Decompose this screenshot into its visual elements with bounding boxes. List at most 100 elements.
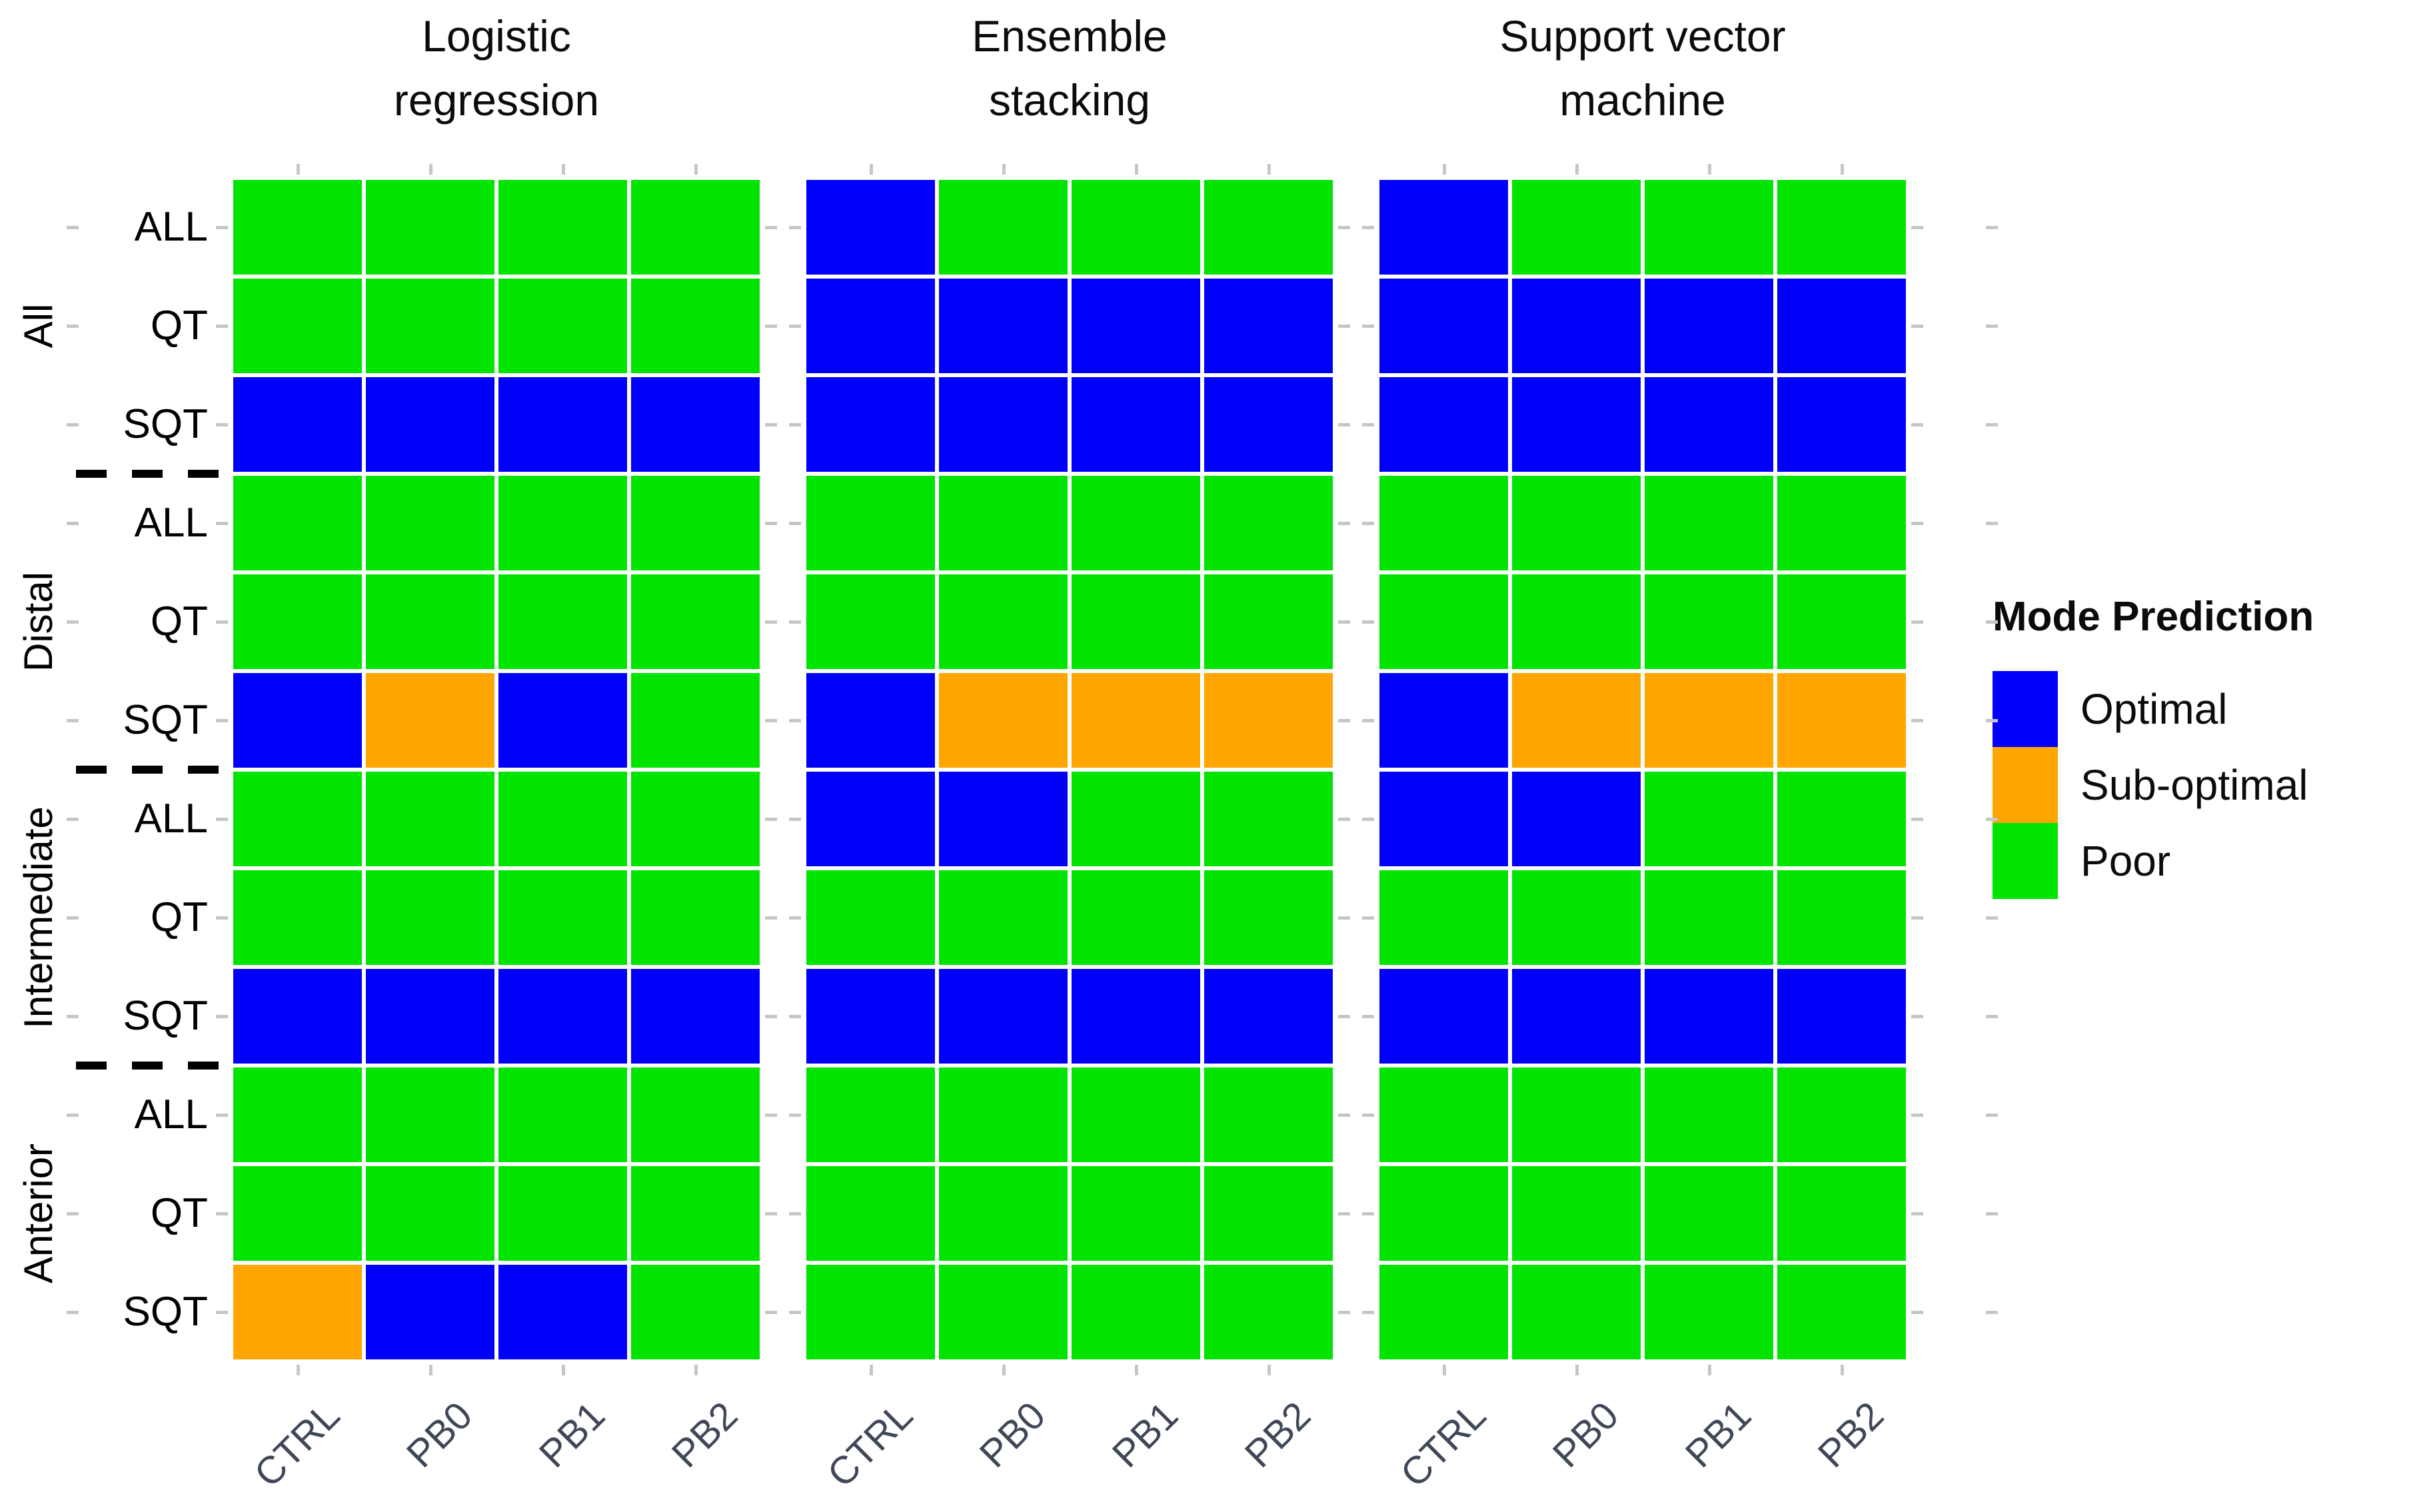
- axis-tick: [1986, 916, 1998, 920]
- heatmap-cell: [1512, 476, 1641, 570]
- axis-tick: [216, 226, 228, 229]
- legend-item-label: Poor: [2080, 837, 2171, 885]
- legend-swatch-optimal: [1993, 671, 2058, 747]
- axis-tick: [1911, 1015, 1923, 1018]
- heatmap-cell: [1777, 279, 1906, 373]
- row-label: QT: [150, 894, 208, 940]
- heatmap-grid: [233, 180, 760, 1359]
- axis-tick: [1338, 1311, 1350, 1314]
- heatmap-cell: [233, 476, 362, 570]
- axis-tick: [1911, 1311, 1923, 1314]
- axis-tick: [296, 1365, 300, 1375]
- heatmap-cell: [1072, 1068, 1200, 1162]
- axis-tick: [67, 1114, 79, 1117]
- heatmap-cell: [1379, 574, 1508, 669]
- heatmap-cell: [806, 673, 935, 768]
- heatmap-cell: [1204, 476, 1333, 570]
- axis-tick: [216, 1015, 228, 1018]
- axis-tick: [765, 818, 777, 821]
- axis-tick: [765, 522, 777, 525]
- axis-tick: [67, 719, 79, 722]
- heatmap-cell: [939, 870, 1068, 965]
- legend-item: Optimal: [1993, 671, 2314, 747]
- heatmap-cell: [1777, 1166, 1906, 1261]
- heatmap-cell: [1379, 1166, 1508, 1261]
- axis-tick: [1362, 620, 1374, 624]
- axis-tick: [1338, 226, 1350, 229]
- heatmap-cell: [1777, 1265, 1906, 1359]
- heatmap-cell: [1204, 1166, 1333, 1261]
- axis-tick: [1911, 620, 1923, 624]
- heatmap-cell: [366, 1068, 494, 1162]
- axis-tick: [1267, 164, 1271, 175]
- heatmap-cell: [233, 377, 362, 472]
- heatmap-cell: [806, 870, 935, 965]
- heatmap-cell: [366, 180, 494, 275]
- heatmap-cell: [498, 1166, 627, 1261]
- heatmap-cell: [1645, 1265, 1773, 1359]
- row-label: SQT: [123, 993, 208, 1039]
- axis-tick: [1911, 719, 1923, 722]
- heatmap-cell: [631, 969, 760, 1064]
- group-separator-line: [76, 470, 236, 478]
- heatmap-cell: [806, 377, 935, 472]
- axis-tick: [1338, 1114, 1350, 1117]
- panel-title-line: Ensemble: [972, 11, 1168, 61]
- axis-tick: [1362, 1015, 1374, 1018]
- column-label: CTRL: [245, 1393, 348, 1496]
- heatmap-cell: [1512, 673, 1641, 768]
- axis-tick: [1986, 226, 1998, 229]
- axis-tick: [1362, 226, 1374, 229]
- axis-tick: [561, 1365, 565, 1375]
- axis-tick: [1575, 1365, 1579, 1375]
- axis-tick: [67, 226, 79, 229]
- heatmap-cell: [1512, 1265, 1641, 1359]
- axis-tick: [1840, 1365, 1844, 1375]
- heatmap-cell: [498, 673, 627, 768]
- axis-tick: [1911, 1114, 1923, 1117]
- axis-tick: [789, 620, 801, 624]
- heatmap-cell: [1777, 574, 1906, 669]
- heatmap-cell: [1072, 1166, 1200, 1261]
- heatmap-cell: [1777, 870, 1906, 965]
- heatmap-cell: [1512, 1166, 1641, 1261]
- heatmap-cell: [1512, 969, 1641, 1064]
- axis-tick: [1338, 1212, 1350, 1215]
- axis-tick: [67, 423, 79, 426]
- panel-title-line: Logistic: [422, 11, 571, 61]
- axis-tick: [789, 1311, 801, 1314]
- axis-tick: [789, 226, 801, 229]
- axis-tick: [765, 1015, 777, 1018]
- heatmap-cell: [806, 180, 935, 275]
- heatmap-cell: [1512, 377, 1641, 472]
- heatmap-grid: [1379, 180, 1906, 1359]
- heatmap-cell: [498, 1265, 627, 1359]
- axis-tick: [789, 1212, 801, 1215]
- axis-tick: [1911, 818, 1923, 821]
- heatmap-cell: [233, 870, 362, 965]
- heatmap-cell: [1204, 377, 1333, 472]
- axis-tick: [216, 522, 228, 525]
- axis-tick: [1338, 620, 1350, 624]
- axis-tick: [216, 325, 228, 328]
- legend-title: Mode Prediction: [1993, 594, 2314, 640]
- axis-tick: [1362, 1311, 1374, 1314]
- heatmap-cell: [631, 279, 760, 373]
- heatmap-cell: [233, 279, 362, 373]
- heatmap-cell: [1379, 673, 1508, 768]
- axis-tick: [765, 226, 777, 229]
- group-separator-line: [76, 766, 236, 774]
- axis-tick: [67, 916, 79, 920]
- group-separator-line: [76, 1062, 236, 1070]
- heatmap-cell: [1379, 180, 1508, 275]
- heatmap-cell: [631, 180, 760, 275]
- axis-tick: [789, 719, 801, 722]
- axis-tick: [216, 719, 228, 722]
- heatmap-cell: [1645, 772, 1773, 866]
- row-label: ALL: [134, 204, 208, 250]
- axis-tick: [216, 916, 228, 920]
- axis-tick: [216, 1114, 228, 1117]
- axis-tick: [1442, 164, 1446, 175]
